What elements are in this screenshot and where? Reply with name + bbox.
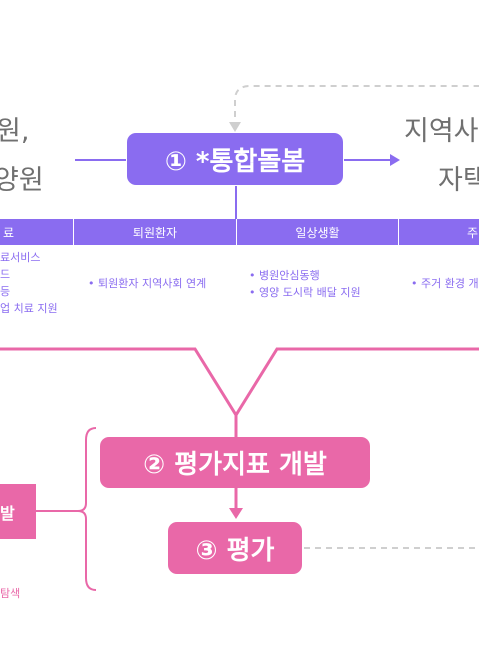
list-item: 주거 환경 개 — [411, 275, 479, 292]
header-col-3: 일상생활 — [295, 225, 340, 240]
header-col-4: 주 — [467, 225, 479, 240]
list-item-text: 퇴원환자 지역사회 연계 — [98, 277, 207, 290]
list-item: 병원안심동행 — [249, 267, 361, 284]
header-col-2: 퇴원환자 — [132, 225, 178, 240]
right-label-line2: 자택 — [438, 165, 479, 196]
header-col-1: 료 — [3, 225, 15, 240]
list-item-text: 영양 도시락 배달 지원 — [259, 286, 361, 299]
col1-list: 료서비스 드 등 업 치료 지원 — [0, 249, 58, 317]
indicator-development-pill: ② 평가지표 개발 — [100, 437, 370, 488]
list-item: 퇴원환자 지역사회 연계 — [88, 275, 206, 292]
table-header-bar — [0, 219, 479, 245]
evaluation-pill: ③ 평가 — [168, 522, 302, 574]
list-item: 업 치료 지원 — [0, 302, 58, 315]
bottom-left-label: 탐색 — [0, 587, 21, 600]
list-item: 영양 도시락 배달 지원 — [249, 284, 361, 301]
col4-list: 주거 환경 개 — [411, 275, 479, 292]
col2-list: 퇴원환자 지역사회 연계 — [88, 275, 206, 292]
right-arrowhead — [390, 154, 400, 166]
right-label-line1: 지역사 — [404, 116, 479, 147]
bracket-line — [77, 427, 97, 591]
list-item: 등 — [0, 285, 11, 298]
header-separator — [236, 219, 237, 245]
header-separator — [73, 219, 74, 245]
header-separator — [398, 219, 399, 245]
integrated-care-pill: ① *통합돌봄 — [127, 133, 343, 185]
list-item: 드 — [0, 268, 11, 281]
col3-list: 병원안심동행 영양 도시락 배달 지원 — [249, 267, 361, 301]
left-label-line2: 양원 — [0, 165, 44, 196]
pink-funnel-line — [0, 347, 479, 418]
list-item-text: 병원안심동행 — [259, 269, 320, 282]
left-pink-box-label: 발 — [0, 503, 15, 523]
list-item-text: 주거 환경 개 — [421, 277, 479, 290]
feedback-arrowhead — [229, 122, 241, 132]
left-label-line1: 원, — [0, 116, 30, 147]
list-item: 료서비스 — [0, 251, 41, 264]
pills-arrowhead — [229, 508, 243, 519]
left-pink-box: 발 — [0, 484, 36, 539]
